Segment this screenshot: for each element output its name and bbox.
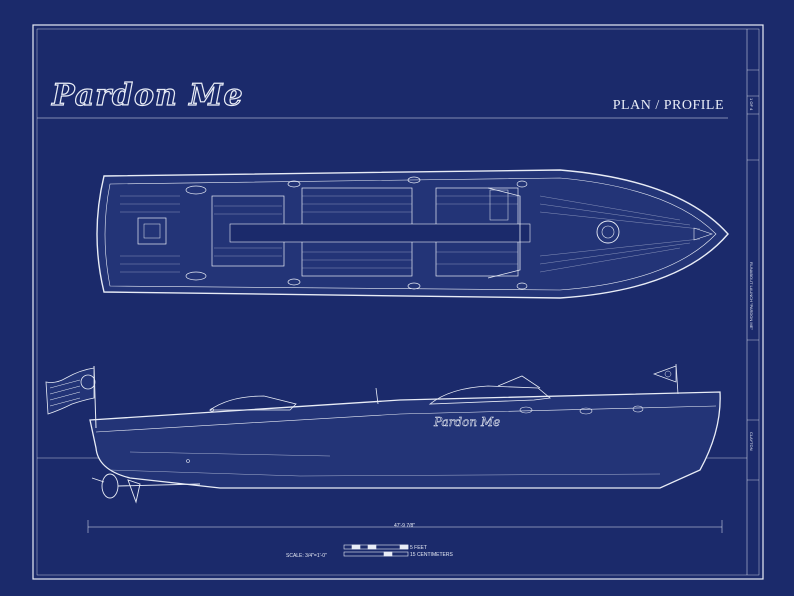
hull-name-text: Pardon Me (433, 415, 500, 429)
flag-icon (45, 367, 95, 415)
plan-view (96, 169, 729, 299)
view-title: PLAN / PROFILE (612, 98, 724, 113)
outer-border (32, 24, 764, 580)
title-block-location: CLAYTON (749, 432, 754, 451)
scale-cm-label: 15 CENTIMETERS (410, 552, 453, 558)
scale-feet-label: 5 FEET (410, 545, 427, 551)
bow-hatch (596, 220, 620, 244)
inner-border (36, 28, 760, 576)
title-block-vessel: RUNABOUT LAUNCH "PARDON ME" (749, 262, 754, 330)
length-dimension (87, 520, 723, 533)
boat-name-title: Pardon Me (51, 77, 244, 113)
scale-label: SCALE: 3/4"=1'-0" (286, 553, 327, 559)
propeller-icon (91, 473, 119, 499)
title-block-sheet: 1 OF 4 (749, 98, 754, 111)
pennant-icon (652, 365, 677, 383)
profile-view: Pardon Me (45, 363, 721, 504)
overall-length-label: 47'-9 7/8" (394, 523, 416, 529)
rudder-icon (117, 479, 201, 504)
scale-bar (343, 544, 409, 557)
